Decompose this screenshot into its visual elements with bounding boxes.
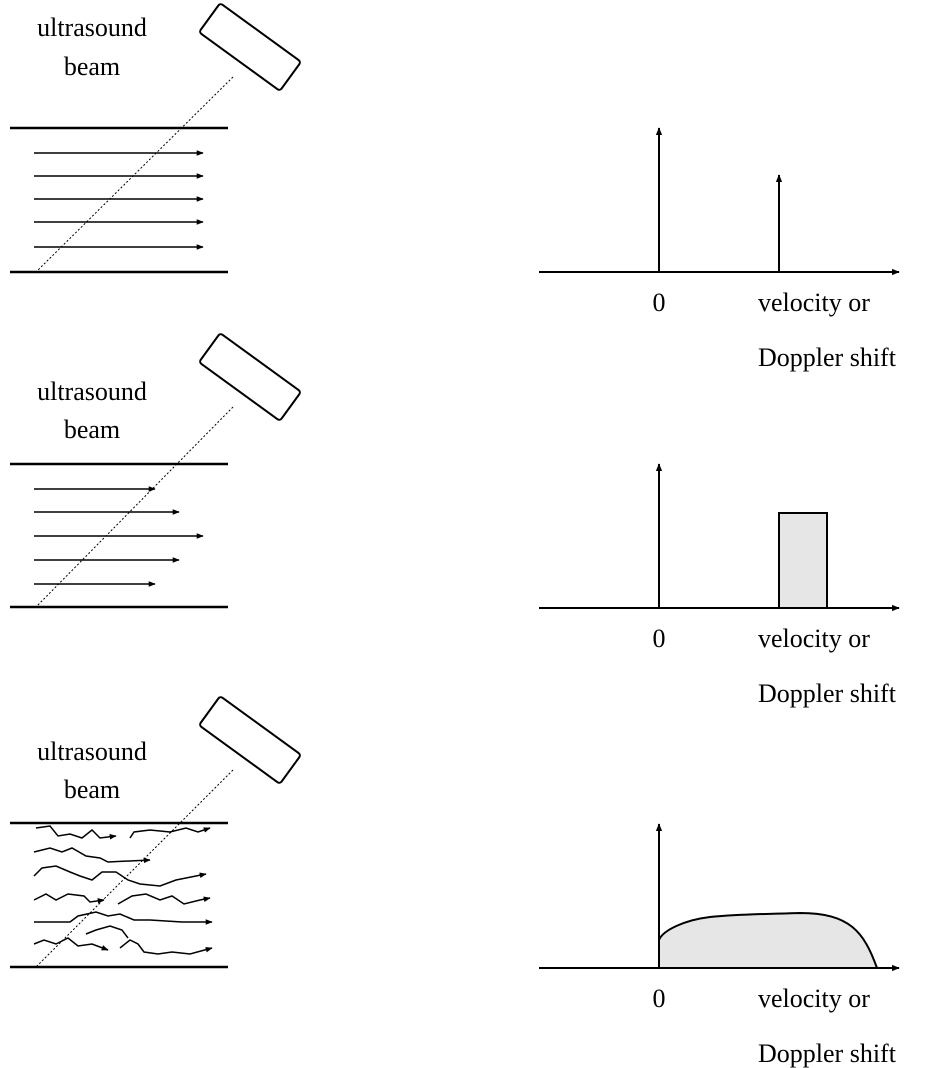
beam-line-3 <box>35 769 234 968</box>
spectrum-1: 0 velocity or Doppler shift <box>539 127 900 372</box>
beam-label-2b: beam <box>64 415 120 444</box>
zero-label-2: 0 <box>653 624 666 653</box>
panel-2: ultrasound beam 0 velocity or Doppler sh… <box>10 333 900 708</box>
turbulent-flow <box>33 825 213 955</box>
spectrum-3: 0 velocity or Doppler shift <box>539 823 900 1068</box>
beam-label-3a: ultrasound <box>37 737 147 766</box>
spectrum-band-broad <box>658 911 879 969</box>
flow-arrow <box>33 865 207 887</box>
flow-arrow <box>35 825 117 840</box>
flow-arrow <box>117 893 211 905</box>
flow-arrow <box>33 893 105 904</box>
vessel-1: ultrasound beam <box>10 3 301 274</box>
axis-label-1a: velocity or <box>758 288 870 317</box>
transducer-1 <box>199 3 301 91</box>
vessel-2: ultrasound beam <box>10 333 301 609</box>
transducer-3 <box>199 696 301 784</box>
axis-label-3a: velocity or <box>758 984 870 1013</box>
flow-arrow <box>33 937 109 951</box>
axis-label-2b: Doppler shift <box>758 679 897 708</box>
zero-label-1: 0 <box>653 288 666 317</box>
transducer-2 <box>199 333 301 421</box>
flow-arrow <box>34 911 213 925</box>
flow-arrow <box>33 847 151 864</box>
flow-eddy <box>85 925 129 939</box>
beam-label-1b: beam <box>64 52 120 81</box>
flow-arrow <box>129 827 211 839</box>
axis-label-2a: velocity or <box>758 624 870 653</box>
beam-label-3b: beam <box>64 775 120 804</box>
beam-line-1 <box>35 76 234 273</box>
beam-label-2a: ultrasound <box>37 377 147 406</box>
zero-label-3: 0 <box>653 984 666 1013</box>
panel-1: ultrasound beam 0 velocity or Doppler sh… <box>10 3 900 372</box>
beam-label-1a: ultrasound <box>37 13 147 42</box>
axis-label-3b: Doppler shift <box>758 1039 897 1068</box>
spectrum-2: 0 velocity or Doppler shift <box>539 463 900 708</box>
flow-arrow <box>119 939 213 955</box>
spectrum-band-narrow <box>778 512 828 609</box>
panel-3: ultrasound beam 0 v <box>10 696 900 1068</box>
axis-label-1b: Doppler shift <box>758 343 897 372</box>
beam-line-2 <box>35 406 234 608</box>
vessel-3: ultrasound beam <box>10 696 301 969</box>
